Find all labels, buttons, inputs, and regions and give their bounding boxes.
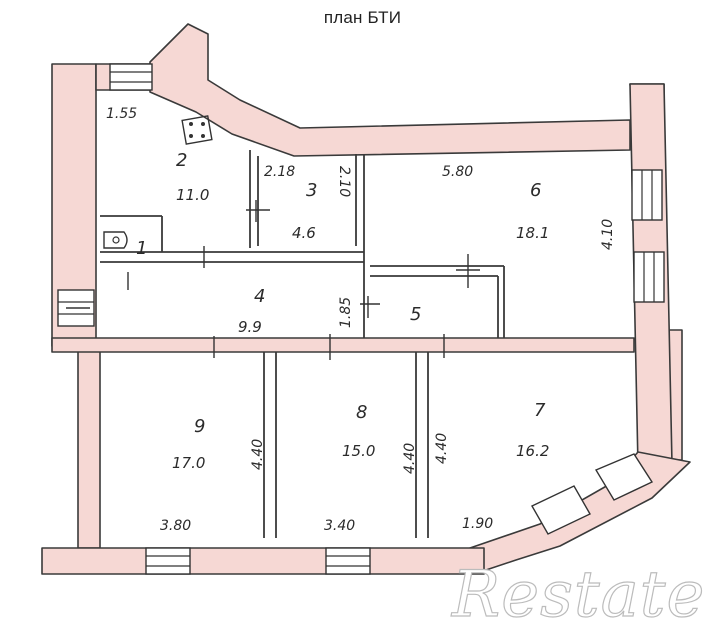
room-area-9: 17.0 (172, 454, 205, 472)
interior-partitions (100, 150, 505, 538)
stove-icon (181, 115, 213, 145)
plan-caption: план БТИ (323, 8, 402, 27)
dim-room2-width: 1.55 (106, 106, 137, 122)
toilet-icon (103, 231, 128, 249)
dim-room8-depth: 4.40 (402, 443, 418, 474)
room-number-8: 8 (356, 402, 367, 423)
room-area-6: 18.1 (516, 224, 549, 242)
room-areas: 11.0 4.6 9.9 18.1 16.2 15.0 17.0 (172, 186, 549, 472)
dim-room6-depth: 4.10 (600, 219, 616, 250)
room-number-1: 1 (136, 238, 147, 259)
room-number-6: 6 (530, 180, 541, 201)
exterior-walls (41, 23, 691, 575)
room-area-4: 9.9 (238, 318, 262, 336)
room-number-4: 4 (254, 286, 265, 307)
fixtures (103, 115, 213, 249)
room-numbers: 1 2 3 4 5 6 7 8 9 (136, 150, 546, 437)
dim-room9-depth: 4.40 (250, 439, 266, 470)
dim-corridor-depth: 1.85 (338, 297, 354, 328)
room-number-9: 9 (194, 416, 205, 437)
room-number-7: 7 (534, 400, 546, 421)
windows (57, 63, 665, 575)
dim-room6-width: 5.80 (442, 164, 473, 180)
room-area-2: 11.0 (176, 186, 209, 204)
dim-room7-width: 1.90 (462, 516, 493, 532)
room-number-2: 2 (176, 150, 187, 171)
dimension-labels: 1.55 2.18 2.10 5.80 4.10 1.85 3.80 4.40 … (106, 106, 616, 534)
room-number-5: 5 (410, 304, 421, 325)
dim-room3-width: 2.18 (264, 164, 295, 180)
watermark-logo: Restate (451, 558, 705, 629)
room-area-7: 16.2 (516, 442, 549, 460)
room-number-3: 3 (306, 180, 317, 201)
room-area-8: 15.0 (342, 442, 375, 460)
dim-room7-depth: 4.40 (434, 433, 450, 464)
dim-room3-depth: 2.10 (336, 166, 352, 197)
door-marks (66, 200, 480, 360)
dim-room9-width: 3.80 (160, 518, 191, 534)
room-area-3: 4.6 (292, 224, 316, 242)
dim-room8-width: 3.40 (324, 518, 355, 534)
